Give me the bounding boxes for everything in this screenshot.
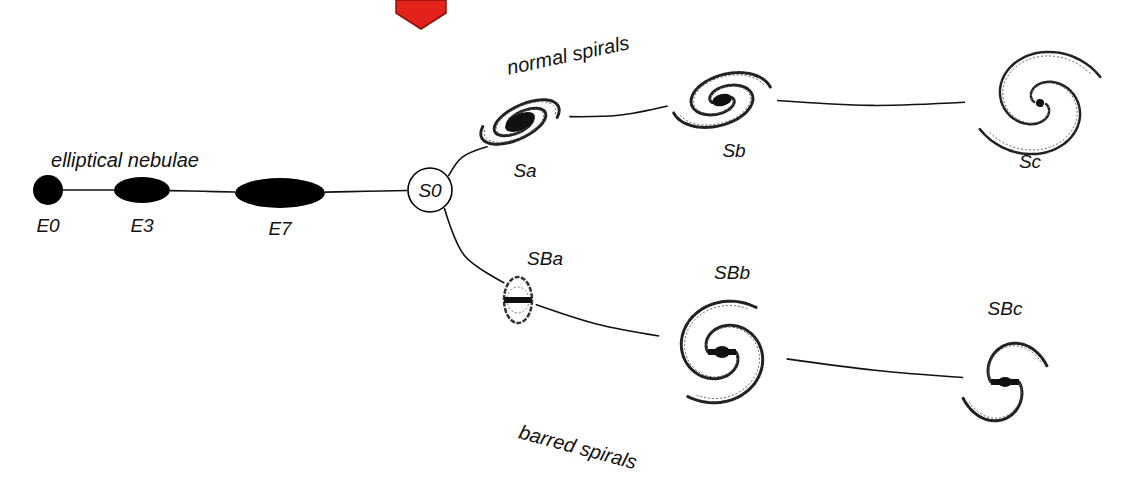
galaxy-bar [504, 297, 532, 303]
spiral-galaxy: SBb [657, 290, 787, 414]
galaxy-drawing [657, 290, 787, 414]
elliptical-body [114, 177, 170, 203]
galaxy-nucleus [714, 346, 730, 358]
galaxy-nucleus [502, 108, 538, 136]
spiral-arm-texture [1003, 56, 1091, 123]
sequence-line [569, 106, 667, 117]
sequence-line [536, 305, 659, 336]
spiral-arm [963, 382, 1022, 421]
spiral-arm [681, 301, 756, 378]
elliptical-body [33, 175, 63, 205]
galaxy-type-label: SBc [988, 299, 1023, 318]
sequence-line [63, 189, 114, 191]
spiral-galaxy: Sb [667, 62, 777, 138]
lenticular-circle: S0 [407, 167, 453, 213]
galaxy-ring [504, 277, 532, 323]
spiral-arm [988, 343, 1047, 382]
sequence-line [777, 101, 965, 106]
pointer-marker [396, 0, 446, 29]
galaxy-type-label: Sb [722, 141, 745, 160]
galaxy-drawing [470, 90, 570, 154]
galaxy-type-label: S0 [418, 181, 441, 200]
sequence-line [444, 208, 504, 283]
galaxy-drawing [235, 178, 325, 208]
galaxy-drawing [500, 274, 536, 326]
galaxy-nucleus [711, 92, 733, 109]
galaxy-drawing [114, 177, 170, 203]
spiral-arm [1000, 52, 1100, 124]
spiral-galaxy: SBc [963, 320, 1047, 444]
galaxy-drawing [33, 175, 63, 205]
spiral-arm-texture [680, 86, 751, 125]
spiral-arm-texture [697, 327, 760, 398]
spiral-galaxy: SBa [500, 274, 536, 326]
spiral-arm [688, 325, 763, 402]
galaxy-type-label: E0 [36, 216, 59, 235]
elliptical-galaxy: E0 [33, 175, 63, 205]
galaxy-nucleus [998, 377, 1012, 387]
elliptical-body [235, 178, 325, 208]
spiral-arm [674, 85, 753, 127]
galaxy-type-label: SBa [527, 249, 563, 268]
galaxy-drawing [667, 62, 777, 138]
sequence-label: normal spirals [505, 32, 631, 77]
spiral-galaxy: Sa [470, 90, 570, 154]
spiral-arm [980, 82, 1080, 154]
elliptical-galaxy: E7 [235, 178, 325, 208]
sequence-label: barred spirals [517, 422, 639, 473]
spiral-arm-texture [989, 346, 1041, 384]
spiral-arm-texture [684, 305, 747, 376]
galaxy-type-label: E3 [130, 216, 153, 235]
sequence-label: elliptical nebulae [51, 150, 199, 170]
sequence-line [325, 190, 407, 192]
galaxy-type-label: SBb [714, 263, 750, 282]
galaxy-nucleus [1035, 98, 1044, 107]
galaxy-type-label: Sc [1019, 152, 1041, 171]
sequence-line [448, 146, 487, 176]
sequence-line [170, 191, 235, 192]
circle-outline [408, 168, 452, 212]
spiral-galaxy: Sc [965, 33, 1115, 173]
spiral-arm-texture [989, 83, 1077, 150]
galaxy-type-label: E7 [268, 219, 291, 238]
sequence-line [787, 359, 964, 378]
spiral-arm [691, 73, 770, 115]
spiral-arm [494, 100, 559, 136]
spiral-arm-texture [969, 380, 1021, 418]
galaxy-drawing [963, 320, 1047, 444]
galaxy-type-label: Sa [513, 161, 536, 180]
elliptical-galaxy: E3 [114, 177, 170, 203]
spiral-arm [481, 108, 546, 144]
